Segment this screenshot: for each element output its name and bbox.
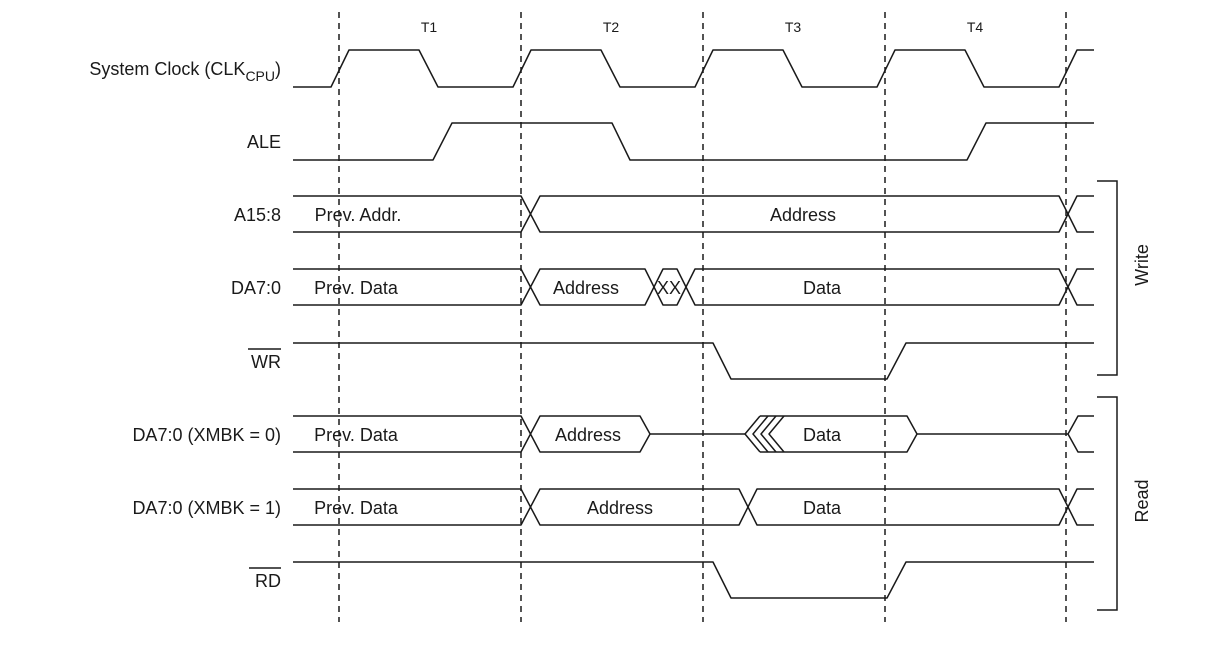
signal-label-wr: WR xyxy=(251,352,281,372)
period-label-t3: T3 xyxy=(785,19,802,35)
period-label-t4: T4 xyxy=(967,19,984,35)
wr-waveform xyxy=(293,342,1094,380)
da-xmbk1-data: Data xyxy=(803,498,842,518)
da-write-address: Address xyxy=(553,278,619,298)
rd-waveform xyxy=(293,561,1094,599)
da-xmbk1-bus xyxy=(293,488,1094,526)
da-xmbk0-bus xyxy=(293,415,1094,453)
signal-label-da-xmbk1: DA7:0 (XMBK = 1) xyxy=(132,498,281,518)
clk-label-main: System Clock (CLK xyxy=(89,59,245,79)
signal-label-a15-8: A15:8 xyxy=(234,205,281,225)
signal-label-clk: System Clock (CLKCPU) xyxy=(89,59,281,84)
clk-label-close: ) xyxy=(275,59,281,79)
signal-label-rd: RD xyxy=(255,571,281,591)
a15-8-prev-addr: Prev. Addr. xyxy=(315,205,402,225)
signal-label-ale: ALE xyxy=(247,132,281,152)
period-label-t1: T1 xyxy=(421,19,438,35)
write-group-label: Write xyxy=(1132,244,1152,286)
write-group-bracket xyxy=(1097,180,1118,376)
da-xmbk1-address: Address xyxy=(587,498,653,518)
da-xmbk0-data: Data xyxy=(803,425,842,445)
da-write-xx: XX xyxy=(657,278,681,298)
a15-8-bus xyxy=(293,195,1094,233)
period-label-t2: T2 xyxy=(603,19,620,35)
da-write-bus xyxy=(293,268,1094,306)
da-write-prev-data: Prev. Data xyxy=(314,278,399,298)
da-write-data: Data xyxy=(803,278,842,298)
ale-waveform xyxy=(293,122,1094,161)
read-group-label: Read xyxy=(1132,479,1152,522)
signal-label-da-xmbk0: DA7:0 (XMBK = 0) xyxy=(132,425,281,445)
clk-waveform xyxy=(293,49,1094,88)
signal-label-da-write: DA7:0 xyxy=(231,278,281,298)
da-xmbk1-prev-data: Prev. Data xyxy=(314,498,399,518)
da-xmbk0-prev-data: Prev. Data xyxy=(314,425,399,445)
a15-8-address: Address xyxy=(770,205,836,225)
read-group-bracket xyxy=(1097,396,1118,611)
da-xmbk0-address: Address xyxy=(555,425,621,445)
clk-label-subscript: CPU xyxy=(245,68,275,84)
